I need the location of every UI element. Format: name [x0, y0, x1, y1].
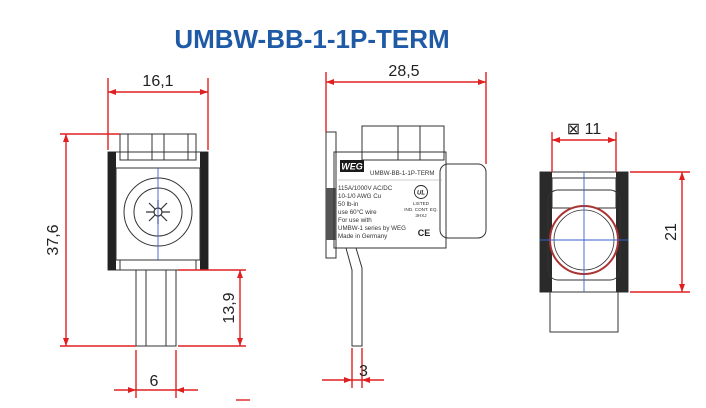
dim-top-square-value: ⊠ 11 [567, 121, 602, 138]
dim-top-square: ⊠ 11 [551, 121, 617, 172]
bent-pin [345, 247, 363, 347]
side-view: WEG UMBW-BB-1-1P-TERM 115A/1000V AC/DC 1… [325, 125, 487, 347]
dim-front-width-value: 16,1 [142, 73, 173, 90]
dim-height-total-value: 37,6 [45, 224, 62, 255]
dim-height-total: 37,6 [45, 133, 136, 347]
ul-text-1: LISTED [413, 201, 430, 206]
ce-mark: CE [418, 228, 431, 238]
dim-right-height-value: 21 [663, 223, 680, 241]
label-line-6: UMBW-1 series by WEG [338, 225, 406, 232]
ul-text-3: 3HXJ [415, 213, 426, 218]
dim-pin-width-value: 6 [150, 373, 159, 390]
label-line-3: 50 lb-in [338, 201, 359, 208]
label-model: UMBW-BB-1-1P-TERM [370, 170, 435, 177]
ul-text-2: IND. CONT. EQ. [404, 207, 437, 212]
dim-side-width: 28,5 [325, 63, 487, 164]
weg-logo-icon [340, 160, 364, 172]
ul-mark-text: UL [417, 191, 425, 197]
dim-side-width-value: 28,5 [388, 63, 419, 80]
label-line-7: Made in Germany [338, 233, 388, 240]
dim-lower-height: 13,9 [178, 269, 246, 347]
dim-lower-height-value: 13,9 [221, 292, 238, 323]
drawing-title: UMBW-BB-1-1P-TERM [174, 24, 449, 54]
dim-right-height: 21 [630, 171, 690, 293]
label-line-5: For use with [338, 217, 372, 224]
dim-front-width: 16,1 [107, 73, 209, 150]
label-line-4: use 60°C wire [338, 209, 377, 216]
dim-pin-width: 6 [114, 350, 198, 398]
ul-mark-icon [414, 185, 428, 199]
weg-logo-text: WEG [341, 162, 363, 172]
dim-pin-thickness: 3 [322, 348, 384, 388]
label-line-2: 10-1/0 AWG Cu [338, 193, 382, 200]
label-line-1: 115A/1000V AC/DC [338, 185, 393, 192]
right-view [539, 171, 629, 333]
front-view [107, 133, 209, 347]
dim-pin-thickness-value: 3 [359, 363, 368, 380]
